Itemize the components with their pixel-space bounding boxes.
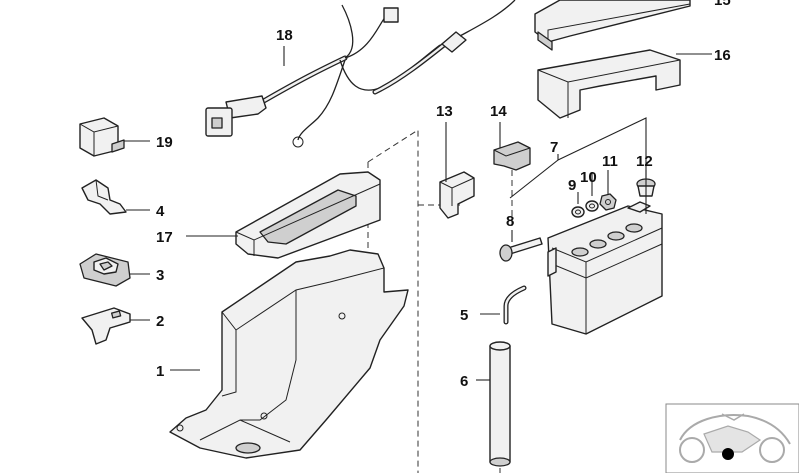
leader-lines [124,46,712,381]
support-bracket-part[interactable] [534,0,691,51]
callout-labels: 18 16 15 19 4 17 3 2 1 13 14 7 11 12 10 … [156,0,731,390]
callout-18: 18 [276,27,293,44]
bolt-part[interactable] [499,237,543,262]
callout-15: 15 [714,0,731,9]
callout-1: 1 [156,363,164,380]
vent-hose-part[interactable] [489,341,511,467]
callout-14: 14 [490,103,507,120]
mounting-bracket-part[interactable] [81,307,131,345]
battery-cover-pad-part[interactable] [235,171,381,259]
callout-3: 3 [156,267,164,284]
callout-2: 2 [156,313,164,330]
callout-9: 9 [568,177,576,194]
callout-7: 7 [550,139,558,156]
callout-13: 13 [436,103,453,120]
callout-4: 4 [156,203,165,220]
wiring-harness-part[interactable] [205,0,516,148]
clip-part[interactable] [81,179,127,215]
terminal-cover-part[interactable] [439,171,475,219]
relay-part[interactable] [79,117,125,157]
lock-washer-part[interactable] [585,200,599,212]
grommet-part[interactable] [79,253,131,287]
battery-box-part[interactable] [169,249,409,459]
callout-17: 17 [156,229,173,246]
terminal-cap-part[interactable] [493,141,531,171]
washer-part[interactable] [571,206,585,218]
locator-thumbnail [665,403,799,473]
battery-part[interactable] [547,201,663,335]
callout-16: 16 [714,47,731,64]
foam-block-part[interactable] [537,49,681,119]
callout-8: 8 [506,213,514,230]
callout-6: 6 [460,373,468,390]
callout-11: 11 [602,153,618,170]
callout-5: 5 [460,307,468,324]
callout-19: 19 [156,134,173,151]
callout-10: 10 [580,169,597,186]
nut-part[interactable] [599,193,617,211]
location-marker-icon [722,448,734,460]
motorcycle-silhouette-icon [679,413,791,463]
callout-12: 12 [636,153,653,170]
vent-elbow-part[interactable] [503,285,527,325]
